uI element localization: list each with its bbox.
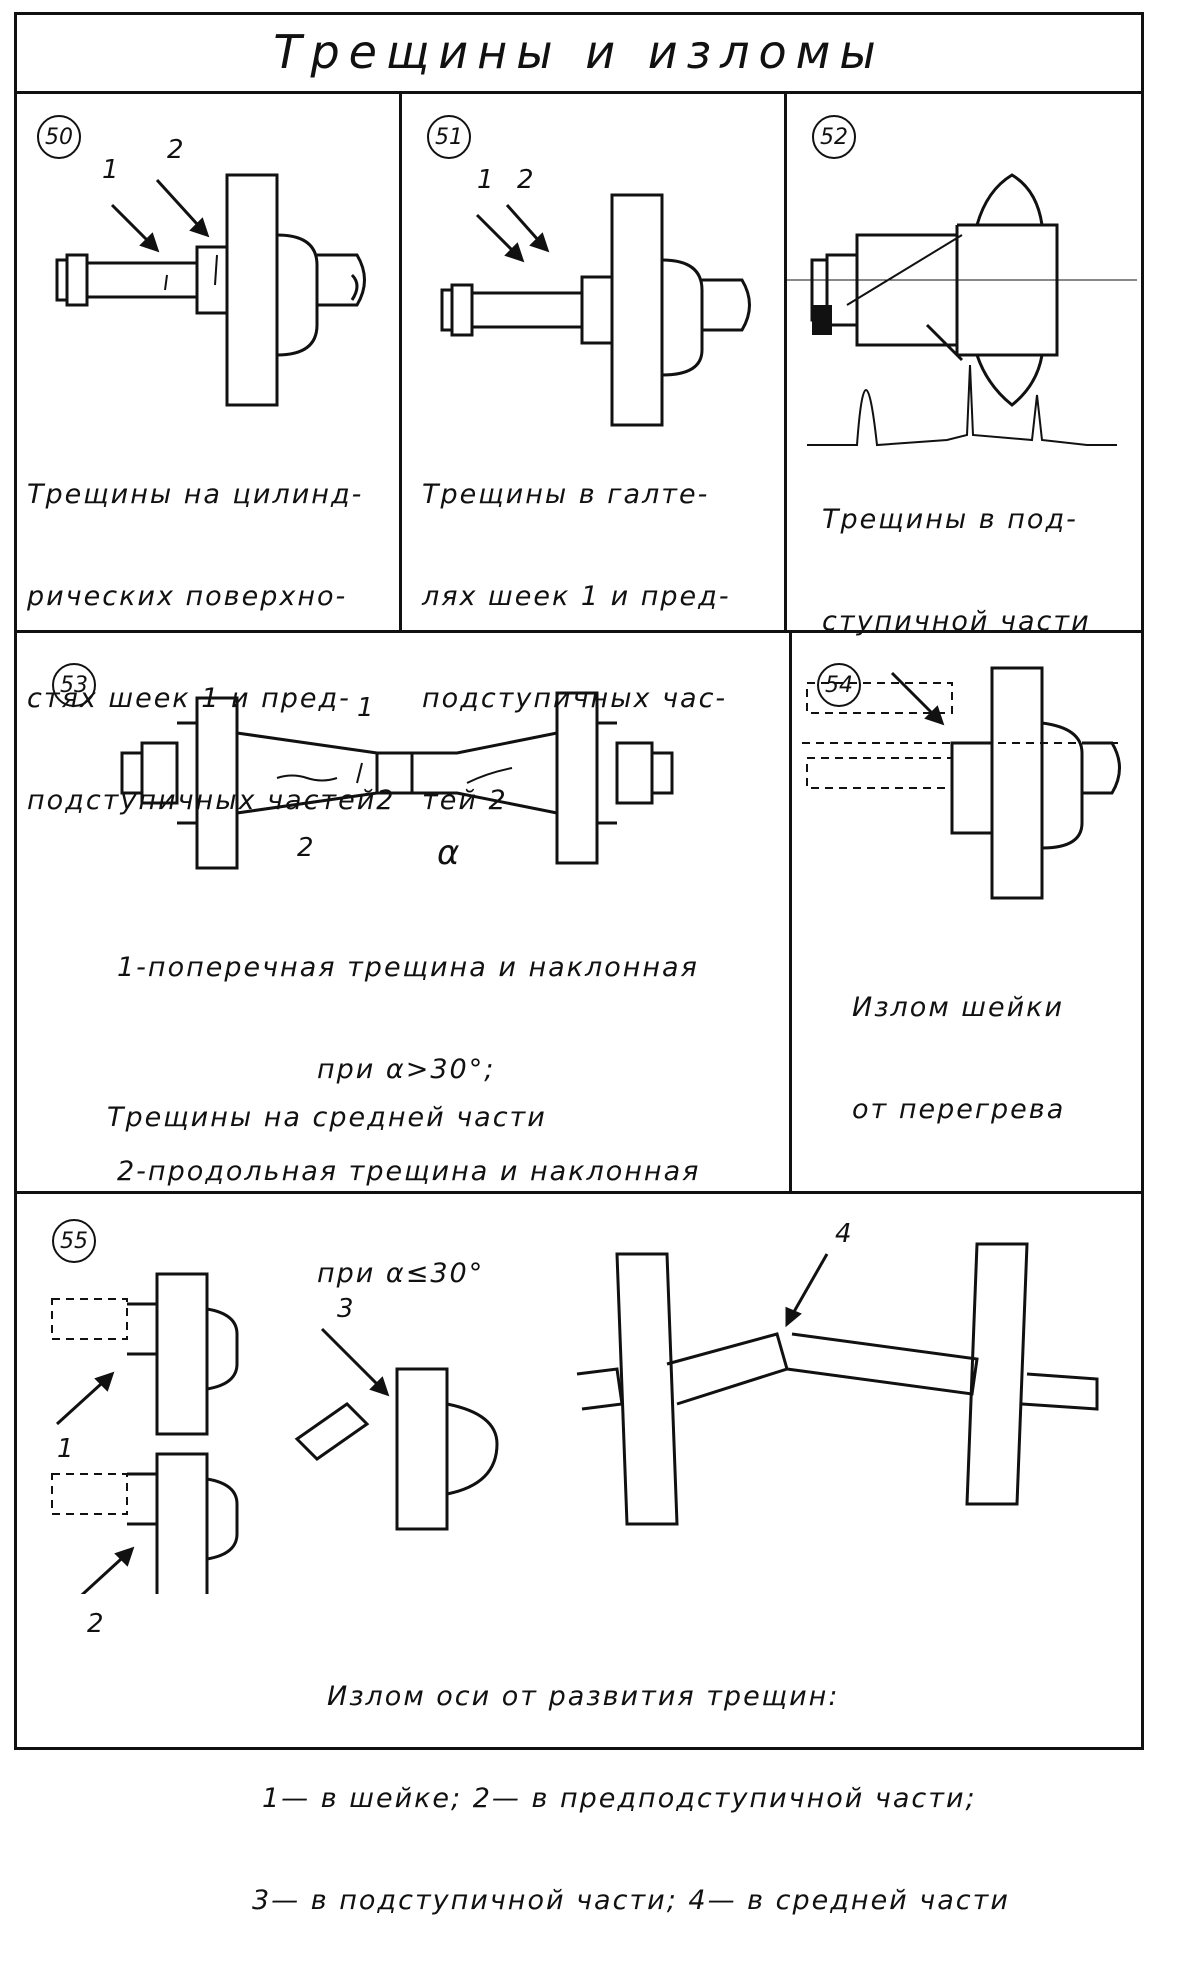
- overheated-journal-drawing: [802, 666, 1122, 900]
- label-1: 1: [57, 1434, 74, 1464]
- panel-caption: Трещины в галте- лях шеек 1 и пред- подс…: [422, 479, 731, 816]
- panel-number: 50: [37, 115, 81, 159]
- panel-52: 52 Трещины в под- ступичной части: [787, 95, 1144, 637]
- label-2: 2: [87, 1609, 104, 1639]
- label-alpha: α: [437, 833, 460, 873]
- label-1: 1: [357, 693, 374, 723]
- divider-v-1: [399, 92, 402, 632]
- panel-54: 54 Излом шейки от перегрева: [792, 633, 1144, 1191]
- panel-number: 52: [812, 115, 856, 159]
- label-1: 1: [102, 155, 119, 185]
- axle-journal-drawing: [55, 173, 366, 407]
- page-title: Трещины и изломы: [273, 24, 885, 79]
- panel-51: 51 1 2 Трещины в галте- лях шеек 1 и пре…: [402, 95, 784, 816]
- panel-caption: Излом шейки от перегрева: [852, 992, 1066, 1125]
- panel-number: 54: [817, 663, 861, 707]
- panel-caption: 1-поперечная трещина и наклонная при α>3…: [117, 952, 701, 1289]
- panel-50: 50 1 2 Трещины на цилинд- рических повер…: [17, 95, 399, 816]
- axle-fillet-drawing: [440, 193, 751, 427]
- drawing-frame: [14, 12, 1144, 1750]
- label-3: 3: [337, 1294, 354, 1324]
- divider-v-3: [789, 630, 792, 1193]
- panel-number: 51: [427, 115, 471, 159]
- panel-subtitle: Трещины на средней части: [107, 1102, 547, 1133]
- panel-55: 55 1 2 3: [17, 1194, 1144, 1916]
- label-4: 4: [835, 1219, 852, 1249]
- panel-caption: Излом оси от развития трещин: 1— в шейке…: [252, 1681, 1010, 1916]
- axle-breaks-drawing: [51, 1242, 1099, 1594]
- ultrasonic-test-drawing: [787, 173, 1137, 447]
- divider-h-2: [14, 1191, 1144, 1194]
- panel-caption: Трещины в под- ступичной части: [822, 504, 1091, 637]
- panel-53: 53 1 2 α 1-поперечная трещина и наклонна…: [17, 633, 789, 1289]
- panel-number: 53: [52, 663, 96, 707]
- panel-number: 55: [52, 1219, 96, 1263]
- divider-h-1: [14, 630, 1144, 633]
- wheelset-middle-drawing: [120, 691, 674, 870]
- label-2: 2: [517, 165, 534, 195]
- label-2: 2: [297, 833, 314, 863]
- title-bar: Трещины и изломы: [14, 12, 1144, 94]
- label-2: 2: [167, 135, 184, 165]
- divider-v-2: [784, 92, 787, 632]
- label-1: 1: [477, 165, 494, 195]
